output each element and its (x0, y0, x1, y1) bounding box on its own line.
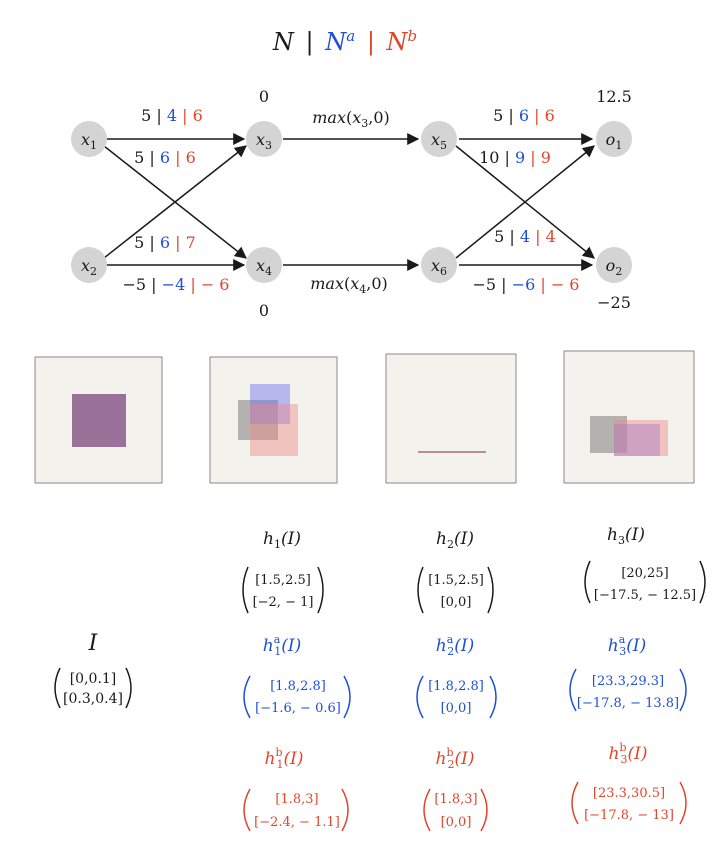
svg-text:o2: o2 (606, 256, 623, 278)
edges (103, 133, 595, 271)
edge-weights: 5 | 4 | 6 5 | 6 | 6 5 | 6 | 7 −5 | −4 | … (123, 106, 580, 294)
weight-x5-o1: 5 | 6 | 6 (493, 106, 555, 125)
panel-input (34, 356, 163, 484)
node-values: 0 0 12.5 −25 (259, 87, 632, 320)
svg-text:x2: x2 (81, 256, 97, 278)
h1-n-box (238, 400, 278, 440)
node-x6: x6 (421, 247, 457, 283)
input-paren-right (125, 667, 132, 709)
title-na: N (324, 28, 347, 56)
node-o1: o1 (596, 121, 632, 157)
h3-a-box (614, 424, 660, 456)
node-x1: x1 (71, 121, 107, 157)
weight-x2-x3: 5 | 6 | 7 (134, 233, 196, 252)
node-x4: x4 (246, 247, 282, 283)
svg-text:x5: x5 (431, 130, 447, 152)
title-sep-1: | (305, 28, 313, 57)
title-sep-2: | (367, 28, 375, 57)
title-na-sup: a (346, 27, 355, 45)
weight-x2-x4: −5 | −4 | − 6 (123, 275, 230, 294)
nodes: x1 x2 x3 x4 x5 x6 o1 o2 (71, 121, 632, 283)
title: N | Na | Nb (272, 19, 417, 57)
title-nb: N (386, 28, 409, 56)
h1-a-box (250, 384, 290, 424)
activation-x3: max(x3,0) (312, 108, 390, 130)
input-block: I [0,0.1] [0.3,0.4] (54, 631, 132, 709)
node-x2: x2 (71, 247, 107, 283)
h3-n-box (590, 416, 627, 453)
node-o2: o2 (596, 247, 632, 283)
edge-x6-o1 (455, 145, 595, 259)
weight-x1-x3: 5 | 4 | 6 (141, 106, 203, 125)
value-o1: 12.5 (596, 87, 632, 106)
activations: max(x3,0) max(x4,0) (310, 108, 390, 296)
title-n: N (272, 28, 295, 56)
node-x5: x5 (421, 121, 457, 157)
h1-b-box (250, 404, 298, 456)
svg-text:x6: x6 (431, 256, 447, 278)
edge-x2-x3 (103, 145, 247, 259)
value-x3: 0 (259, 87, 269, 106)
weight-x6-o1: 5 | 4 | 4 (494, 227, 556, 246)
panel-h1 (209, 356, 338, 484)
h3-b-box (614, 420, 668, 456)
panel-h2 (385, 353, 517, 484)
weight-x5-o2: 10 | 9 | 9 (479, 148, 551, 167)
input-row2: [0.3,0.4] (63, 691, 123, 707)
weight-x6-o2: −5 | −6 | − 6 (473, 275, 580, 294)
panel-h3 (563, 350, 695, 484)
node-x3: x3 (246, 121, 282, 157)
weight-x1-x4: 5 | 6 | 6 (134, 148, 196, 167)
input-box (72, 394, 126, 447)
svg-text:x4: x4 (256, 256, 272, 278)
input-label: I (88, 631, 99, 656)
svg-text:o1: o1 (606, 130, 623, 152)
value-x4: 0 (259, 301, 269, 320)
value-o2: −25 (597, 293, 631, 312)
svg-text:x3: x3 (256, 130, 272, 152)
activation-x4: max(x4,0) (310, 274, 388, 296)
svg-text:N | Na |: N | Na | Nb (272, 19, 417, 57)
input-paren-left (54, 667, 61, 709)
svg-text:x1: x1 (81, 130, 97, 152)
title-nb-sup: b (408, 27, 418, 45)
input-row1: [0,0.1] (70, 671, 117, 687)
